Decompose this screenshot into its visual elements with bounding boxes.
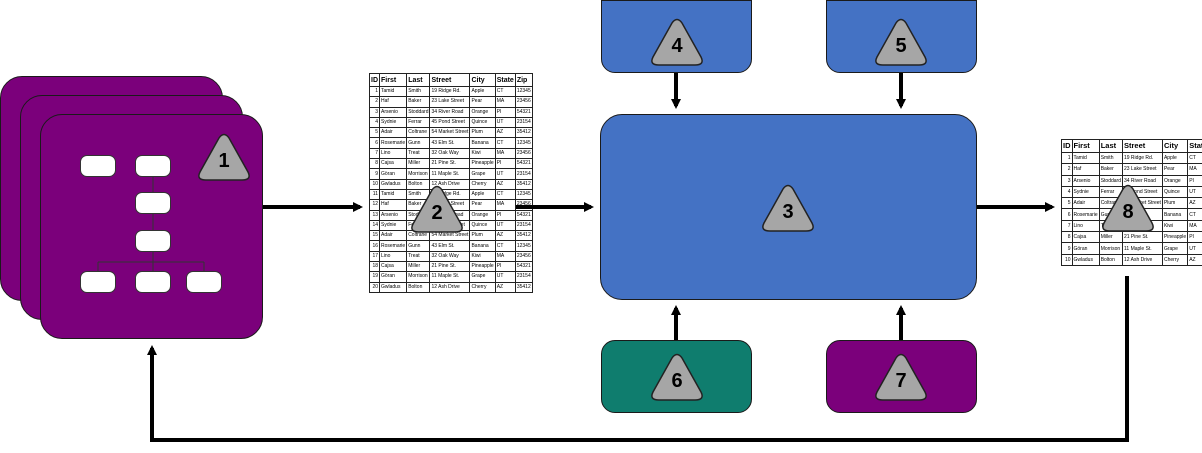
step-badge-3: 3 xyxy=(762,184,814,232)
hierarchy-lines xyxy=(97,177,205,271)
step-badge-label: 2 xyxy=(431,202,442,224)
step-badge-6: 6 xyxy=(651,353,703,401)
step-badge-4: 4 xyxy=(651,18,703,66)
table-cell: Miller xyxy=(1098,231,1123,244)
step-badge-label: 8 xyxy=(1122,201,1133,223)
table-cell: Bolton xyxy=(406,281,431,293)
step-badge-label: 5 xyxy=(895,35,906,57)
step-badge-label: 7 xyxy=(895,370,906,392)
step-badge-1: 1 xyxy=(198,133,250,181)
step-badge-label: 3 xyxy=(782,201,793,223)
hierarchy-node xyxy=(186,271,222,293)
hierarchy-node xyxy=(135,230,171,252)
hierarchy-node xyxy=(135,192,171,214)
hierarchy-node xyxy=(135,271,171,293)
step-badge-label: 6 xyxy=(671,370,682,392)
table-cell: AZ xyxy=(1187,253,1202,266)
table-cell: 35412 xyxy=(514,281,533,293)
table-cell: Bolton xyxy=(1098,253,1123,266)
step-badge-8: 8 xyxy=(1102,184,1154,232)
step-badge-7: 7 xyxy=(875,353,927,401)
badges-layer: 1 2 3 4 5 6 7 8 xyxy=(198,18,1154,401)
table-cell: Cherry xyxy=(469,281,496,293)
arrow-feedback-loop xyxy=(147,276,1129,442)
hierarchy-node xyxy=(135,155,171,177)
process-box-3 xyxy=(600,114,977,300)
step-badge-label: 1 xyxy=(218,150,229,172)
step-badge-label: 4 xyxy=(671,35,683,57)
hierarchy-node xyxy=(80,271,116,293)
hierarchy-node xyxy=(80,155,116,177)
table-cell: Smith xyxy=(1098,151,1123,165)
step-badge-2: 2 xyxy=(411,185,463,233)
table-cell: AZ xyxy=(494,281,516,293)
step-badge-5: 5 xyxy=(875,18,927,66)
